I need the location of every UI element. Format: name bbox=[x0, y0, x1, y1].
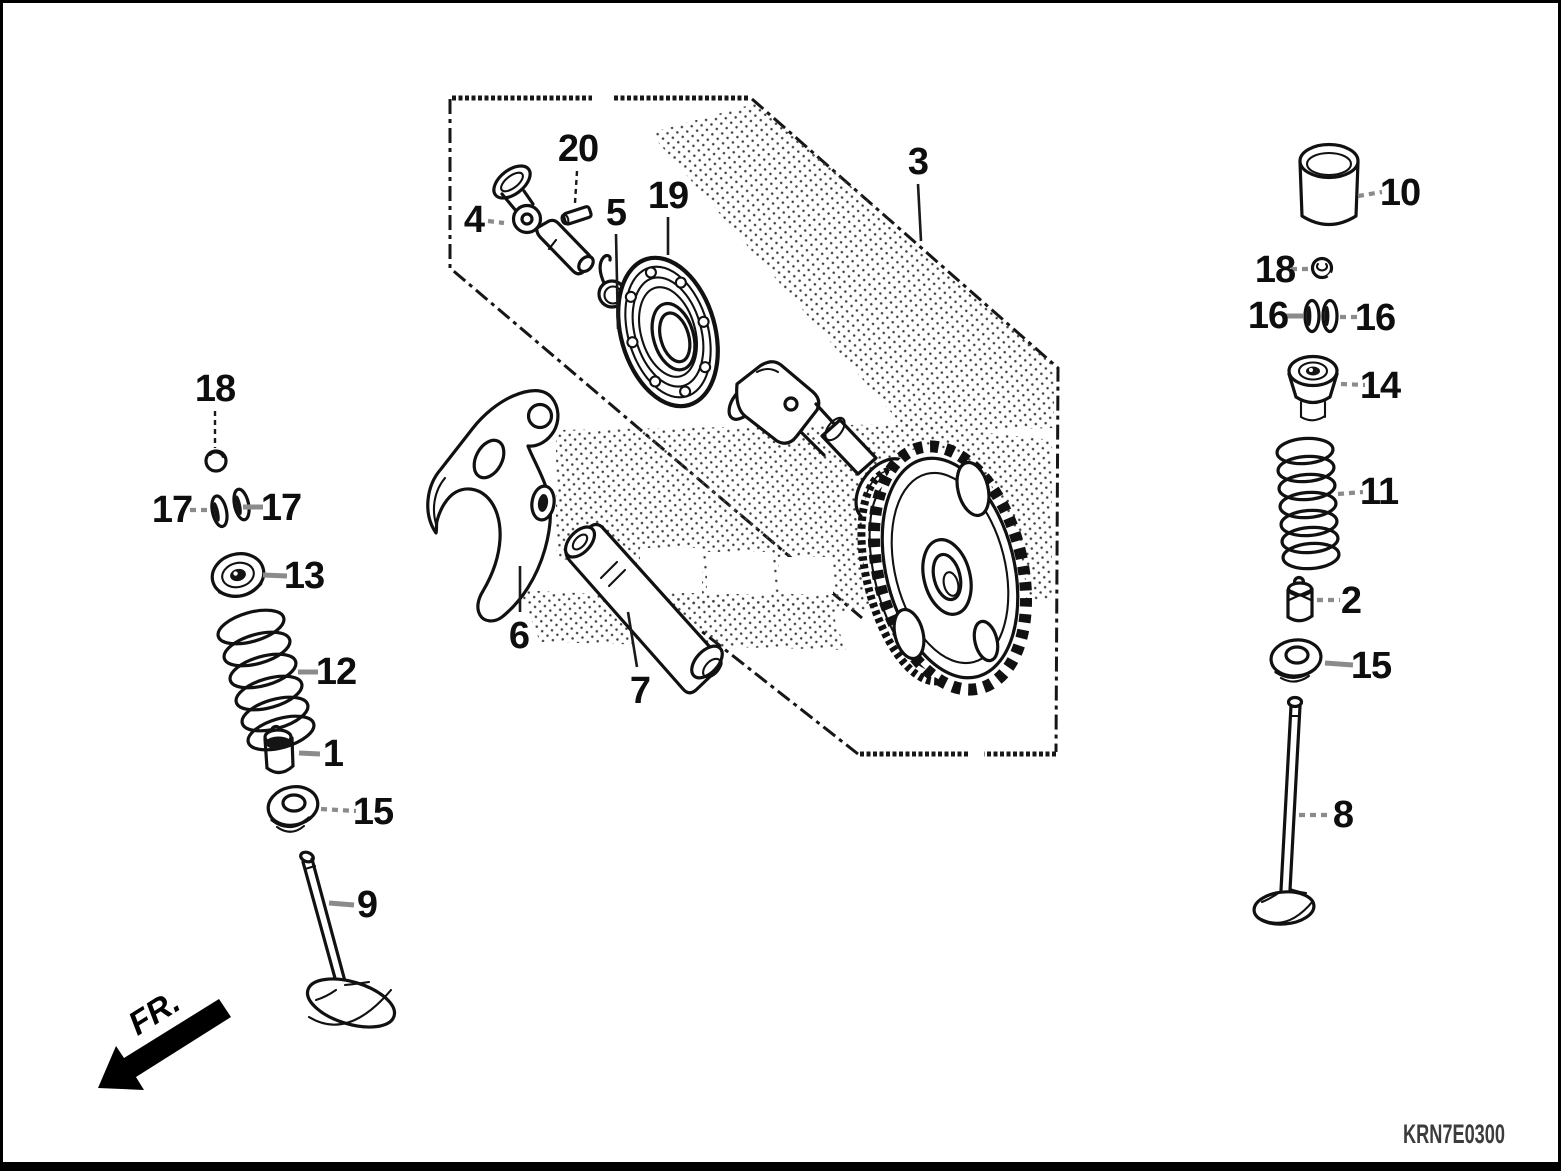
fr-arrow-icon bbox=[98, 999, 231, 1090]
callout-label-2: 2 bbox=[1341, 580, 1361, 622]
part-11-valve-spring bbox=[1275, 436, 1341, 571]
callout-label-5: 5 bbox=[606, 192, 627, 234]
fr-direction-arrow: FR. bbox=[98, 982, 231, 1090]
callout-leader-4 bbox=[487, 218, 505, 226]
callout-leader-14 bbox=[1340, 381, 1366, 388]
callout-label-19: 19 bbox=[648, 175, 688, 217]
callout-leader-10 bbox=[1357, 189, 1383, 199]
callout-label-10: 10 bbox=[1380, 172, 1420, 214]
part-10-tappet-bucket bbox=[1298, 142, 1360, 227]
callout-label-20: 20 bbox=[558, 128, 598, 170]
part-8-valve bbox=[1252, 695, 1316, 926]
callout-label-16: 16 bbox=[1248, 295, 1288, 337]
part-20-dowel-pin bbox=[560, 205, 593, 226]
part-19-ball-bearing bbox=[616, 255, 720, 409]
callout-leader-1 bbox=[298, 750, 321, 757]
callout-leader-15 bbox=[320, 806, 357, 814]
part-15-spring-seat-right bbox=[1269, 638, 1323, 683]
callout-label-12: 12 bbox=[316, 651, 356, 693]
callout-leader-9 bbox=[328, 900, 355, 908]
callout-label-18: 18 bbox=[195, 368, 235, 410]
callout-label-6: 6 bbox=[509, 615, 529, 657]
part-13-spring-retainer bbox=[210, 552, 266, 598]
callout-leader-5 bbox=[614, 233, 620, 330]
callout-label-4: 4 bbox=[464, 199, 485, 241]
callout-label-15: 15 bbox=[353, 791, 394, 833]
part-3-camshaft bbox=[727, 360, 1033, 696]
part-6-rocker-arm bbox=[426, 389, 560, 623]
part-4-rocker-arm bbox=[492, 164, 595, 276]
callout-leader-3 bbox=[916, 183, 923, 242]
callout-label-15: 15 bbox=[1351, 645, 1392, 687]
part-18-valve-cap-right bbox=[1310, 256, 1336, 281]
part-18-valve-cap-left bbox=[204, 449, 228, 473]
callout-label-9: 9 bbox=[357, 884, 377, 926]
callout-label-7: 7 bbox=[630, 670, 650, 712]
callout-label-11: 11 bbox=[1360, 471, 1399, 513]
part-9-valve bbox=[299, 850, 397, 1029]
callout-label-14: 14 bbox=[1360, 365, 1401, 407]
part-7-rocker-shaft bbox=[563, 522, 724, 695]
part-14-spring-retainer bbox=[1287, 354, 1339, 422]
part-1-stem-seal bbox=[263, 724, 295, 775]
callout-leader-20 bbox=[573, 170, 579, 204]
callout-leader-11 bbox=[1337, 489, 1364, 497]
callout-label-13: 13 bbox=[284, 555, 324, 597]
callout-label-18: 18 bbox=[1255, 249, 1295, 291]
callout-label-1: 1 bbox=[323, 733, 344, 775]
callout-label-3: 3 bbox=[908, 141, 928, 183]
callout-label-8: 8 bbox=[1333, 794, 1353, 836]
callout-leader-7 bbox=[626, 611, 639, 668]
callout-label-17: 17 bbox=[261, 487, 301, 529]
part-15-spring-seat-left bbox=[266, 785, 320, 833]
callout-leader-13 bbox=[262, 572, 288, 579]
callout-label-17: 17 bbox=[152, 489, 192, 531]
part-2-stem-seal bbox=[1286, 575, 1314, 623]
callout-leader-15 bbox=[1324, 660, 1354, 668]
callout-label-16: 16 bbox=[1355, 297, 1395, 339]
part-17-valve-cotters bbox=[210, 487, 251, 529]
part-16-valve-cotters bbox=[1303, 298, 1339, 334]
diagram-code: KRN7E0300 bbox=[1403, 1119, 1505, 1149]
